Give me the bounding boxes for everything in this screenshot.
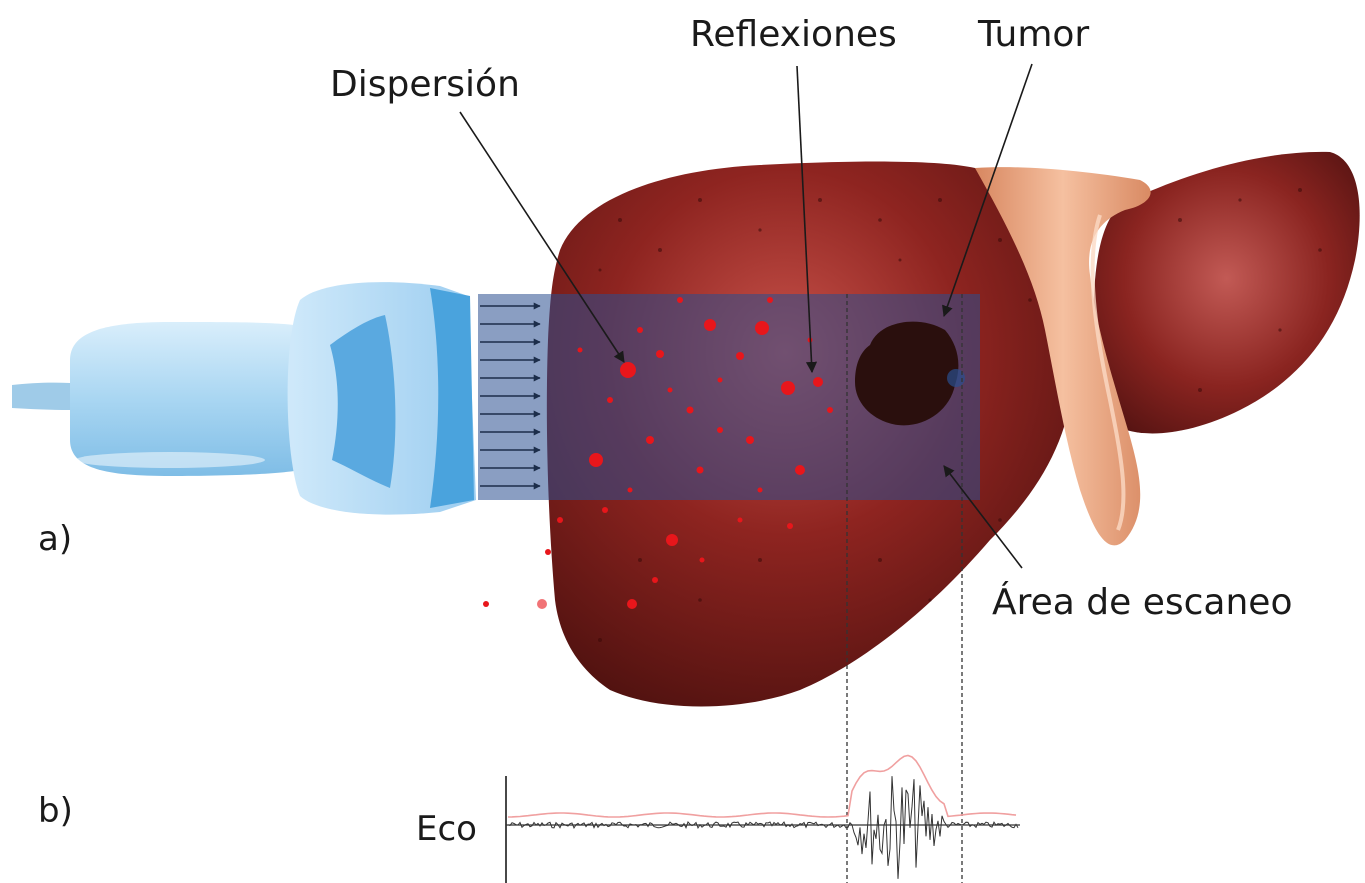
echo-signal bbox=[508, 776, 1018, 879]
label-eco: Eco bbox=[416, 809, 477, 849]
probe-window bbox=[330, 315, 395, 488]
echo-envelope bbox=[508, 756, 1016, 818]
label-reflexiones: Reflexiones bbox=[690, 14, 897, 55]
label-dispersion: Dispersión bbox=[330, 64, 520, 105]
label-panel-b: b) bbox=[38, 791, 73, 831]
label-panel-a: a) bbox=[38, 519, 72, 559]
label-tumor: Tumor bbox=[977, 14, 1089, 55]
probe-handle-highlight bbox=[75, 452, 265, 468]
probe-cable bbox=[12, 383, 70, 410]
echo-plot bbox=[506, 756, 1020, 883]
label-area: Área de escaneo bbox=[992, 581, 1292, 623]
